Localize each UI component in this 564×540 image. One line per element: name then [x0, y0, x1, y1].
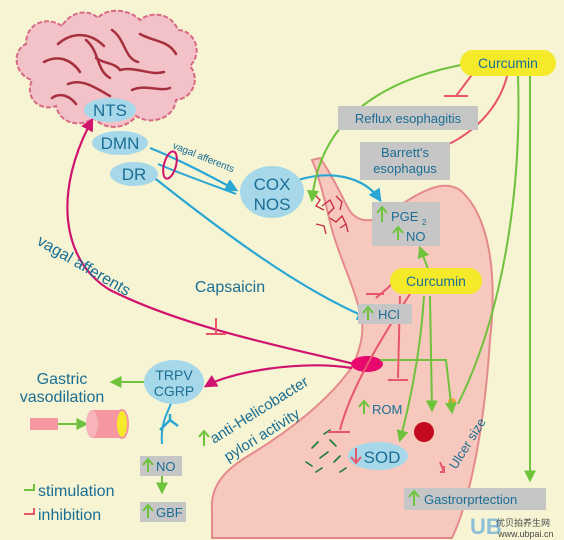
ulcer-down-arrow [439, 461, 445, 473]
curcumin-to-reflux-line [455, 71, 475, 97]
brain-illustration [15, 9, 198, 128]
curcumin-top-pill [460, 50, 556, 76]
hcl-label: HCl [378, 307, 400, 322]
watermark-logo: UB 优贝拍养生网 www.ubpai.cn [470, 514, 554, 539]
sod-down-arrow [350, 448, 362, 465]
barrett-label-2: esophagus [373, 161, 437, 176]
cox-label: COX [254, 175, 291, 194]
ulcer-dot-large [414, 422, 434, 442]
capsaicin-label: Capsaicin [195, 279, 265, 296]
vagal-to-trpv-curve [203, 364, 353, 388]
cgrp-label: CGRP [154, 383, 194, 399]
hcl-up-arrow [362, 305, 374, 320]
sod-label: SOD [364, 448, 401, 467]
barrett-box [360, 142, 450, 180]
watermark-ub: UB [470, 514, 502, 539]
capsaicin-inhibit-line [206, 318, 226, 335]
curcumin-top-label: Curcumin [478, 55, 538, 71]
barrett-label-1: Barrett's [381, 145, 429, 160]
curcumin-mid-to-sod-line [396, 295, 425, 443]
gastroprotection-up-arrow [408, 489, 420, 506]
nts-node [84, 98, 136, 122]
vagal-small-label: vagal afferents [171, 141, 236, 176]
gastric-label-1: Gastric [37, 371, 88, 388]
hcl-box [358, 304, 412, 324]
dmn-label: DMN [101, 134, 140, 153]
curcumin-mid-label: Curcumin [406, 273, 466, 289]
legend-stimulation-label: stimulation [38, 483, 114, 500]
inhibition-legend-mark [24, 508, 35, 515]
legend-inhibition-label: inhibition [38, 507, 101, 524]
pge-label: PGE [391, 209, 419, 224]
pge-up-arrow [376, 205, 388, 222]
nerve-line-to-cox-2 [157, 163, 237, 195]
vagal-afferent-curve [66, 117, 355, 366]
rom-label: ROM [372, 402, 402, 417]
curcumin-to-ulcer-line [457, 75, 520, 405]
lesion-marks [313, 193, 349, 235]
blood-vessel-icon [30, 409, 129, 439]
reflux-label: Reflux esophagitis [355, 111, 462, 126]
gastric-label-2: vasodilation [20, 389, 105, 406]
dr-label: DR [122, 165, 147, 184]
watermark-url: www.ubpai.cn [497, 529, 554, 539]
trpv-label: TRPV [155, 367, 193, 383]
gbf-box [140, 502, 186, 522]
no-stomach-label: NO [406, 229, 426, 244]
cox-nos-node [240, 166, 304, 218]
stomach-illustration [210, 156, 494, 539]
gbf-up-arrow [142, 503, 154, 518]
antih-up-arrow [198, 429, 210, 446]
no-lower-up-arrow [142, 457, 154, 472]
nerve-loop [162, 150, 178, 180]
dr-node [110, 162, 158, 186]
gastroprotection-label: Gastrorprtection [424, 492, 517, 507]
gbf-label: GBF [156, 505, 183, 520]
nerve-line-to-hcl [151, 175, 371, 321]
pge-subscript: 2 [422, 218, 427, 227]
receptor-y [159, 414, 179, 431]
no-up-arrow [392, 225, 404, 240]
curcumin-mid-to-stim-line [380, 359, 457, 415]
nos-label: NOS [254, 195, 291, 214]
reflux-box [338, 106, 478, 130]
trpv-cgrp-node [144, 360, 204, 404]
helicobacter-marks [305, 429, 347, 473]
vagal-large-label: vagal afferents [34, 233, 133, 300]
cox-to-pge-line [297, 174, 382, 203]
stimulation-legend-mark [24, 484, 35, 491]
curcumin-mid-pill [390, 268, 482, 294]
nts-label: NTS [93, 101, 127, 120]
no-lower-label: NO [156, 459, 176, 474]
watermark-cn: 优贝拍养生网 [496, 517, 550, 528]
curcumin-mid-to-rom-line [425, 295, 438, 413]
dmn-node [92, 131, 148, 155]
gastroprotection-box [404, 488, 546, 510]
rom-up-arrow [358, 399, 370, 414]
nerve-line-to-cox [149, 146, 239, 192]
sod-node [348, 442, 408, 470]
